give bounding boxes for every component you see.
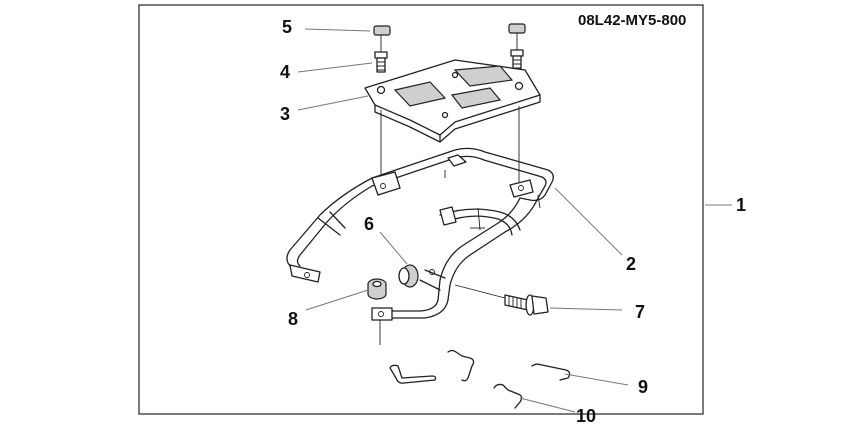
collar-part-8 xyxy=(367,278,387,300)
part-number-1: 1 xyxy=(736,195,746,215)
grommet-part-6 xyxy=(398,264,419,288)
part-code: 08L42-MY5-800 xyxy=(578,12,686,29)
part-number-10: 10 xyxy=(576,406,596,426)
bolt-part-7 xyxy=(454,284,549,316)
bolt-part-4 xyxy=(374,49,524,73)
leader-lines xyxy=(297,28,732,413)
part-number-4: 4 xyxy=(280,62,290,82)
part-number-7: 7 xyxy=(635,302,645,322)
clips-part-9-10 xyxy=(389,349,571,409)
part-number-8: 8 xyxy=(288,309,298,329)
part-number-labels: 5 4 3 1 2 6 7 8 9 10 xyxy=(280,17,746,426)
cap-part-5 xyxy=(373,23,526,36)
rack-frame-part-2 xyxy=(286,147,554,321)
part-number-9: 9 xyxy=(638,377,648,397)
alignment-lines xyxy=(379,33,520,345)
part-number-6: 6 xyxy=(364,214,374,234)
part-number-2: 2 xyxy=(626,254,636,274)
diagram-frame xyxy=(138,4,704,415)
part-number-5: 5 xyxy=(282,17,292,37)
part-number-3: 3 xyxy=(280,104,290,124)
mounting-plate-part-3 xyxy=(364,59,541,143)
